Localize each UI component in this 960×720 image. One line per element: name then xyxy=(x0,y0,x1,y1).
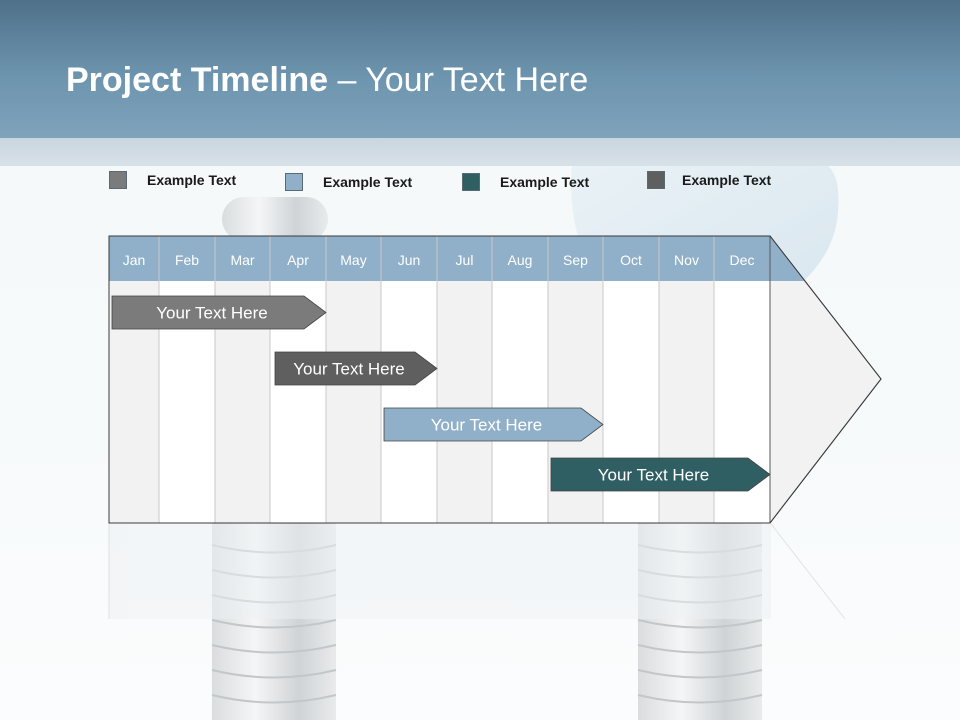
task-label: Your Text Here xyxy=(598,466,710,485)
month-header-cell xyxy=(714,236,770,281)
legend-label: Example Text xyxy=(147,172,237,188)
legend-swatch xyxy=(647,171,665,189)
title-rest: – Your Text Here xyxy=(328,61,589,99)
timeline-reflection xyxy=(108,523,846,620)
month-label: May xyxy=(340,252,366,268)
month-column xyxy=(381,281,437,523)
month-label: Jan xyxy=(123,252,146,268)
month-header-cell xyxy=(381,236,437,281)
task-arrow[interactable] xyxy=(383,407,604,442)
month-header-cell xyxy=(548,236,603,281)
month-label: Sep xyxy=(563,252,588,268)
month-header-cell xyxy=(437,236,492,281)
task-label: Your Text Here xyxy=(431,416,543,435)
month-label: Jul xyxy=(456,252,474,268)
month-header-cell xyxy=(659,236,714,281)
month-label: Apr xyxy=(287,252,309,268)
month-label: Jun xyxy=(398,252,421,268)
legend-swatch xyxy=(109,171,127,189)
task-arrow[interactable] xyxy=(550,457,771,492)
title-bold: Project Timeline xyxy=(66,61,329,99)
month-header-cell xyxy=(215,236,270,281)
task-arrow[interactable] xyxy=(274,351,438,386)
month-column xyxy=(492,281,548,523)
month-header-cell xyxy=(109,236,159,281)
month-label: Mar xyxy=(230,252,254,268)
month-header-cell xyxy=(159,236,215,281)
timeline-arrow-outline xyxy=(108,235,882,524)
legend-label: Example Text xyxy=(682,172,772,188)
month-header-cell xyxy=(603,236,659,281)
legend-label: Example Text xyxy=(500,174,590,190)
month-header-cell xyxy=(326,236,381,281)
task-arrow[interactable] xyxy=(111,295,327,330)
month-column xyxy=(326,281,381,523)
month-header-cell xyxy=(492,236,548,281)
month-label: Dec xyxy=(730,252,755,268)
task-label: Your Text Here xyxy=(156,304,268,323)
legend-label: Example Text xyxy=(323,174,413,190)
month-label: Nov xyxy=(674,252,699,268)
header-band xyxy=(0,138,960,166)
month-label: Feb xyxy=(175,252,199,268)
header-bar xyxy=(0,0,960,138)
month-label: Aug xyxy=(508,252,533,268)
legend-swatch xyxy=(462,173,480,191)
task-label: Your Text Here xyxy=(293,360,405,379)
legend-swatch xyxy=(285,173,303,191)
month-column xyxy=(437,281,492,523)
page-title: Project Timeline – Your Text Here xyxy=(66,58,588,102)
month-header-cell xyxy=(270,236,326,281)
month-label: Oct xyxy=(620,252,642,268)
